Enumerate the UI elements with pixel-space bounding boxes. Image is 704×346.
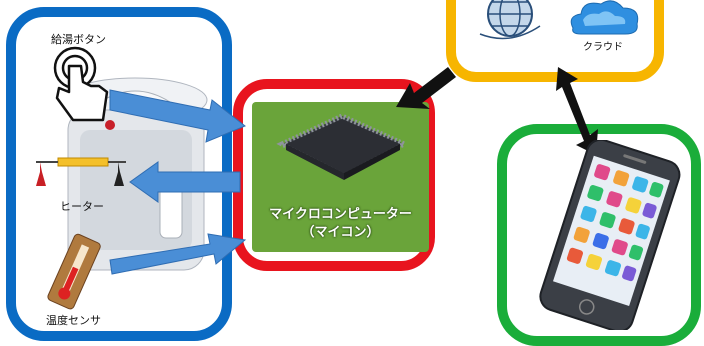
heater-element-icon — [36, 157, 126, 186]
mcu-cloud-arrow — [396, 67, 456, 109]
heater-control-arrow — [129, 161, 241, 203]
finger-press-icon — [53, 46, 109, 122]
signal-arrows — [109, 89, 247, 275]
thermometer-icon — [47, 233, 101, 310]
communication-arrows — [396, 67, 598, 155]
cloud-icon — [570, 0, 639, 35]
microcomputer-label-line1: マイクロコンピューター — [269, 207, 412, 222]
heater-label: ヒーター — [60, 200, 104, 213]
microcomputer-label-line2: （マイコン） — [301, 225, 380, 240]
hot-water-button-label: 給湯ボタン — [51, 33, 106, 46]
cloud-label: クラウド — [583, 42, 623, 53]
smartphone-icon — [539, 140, 681, 330]
globe-network-icon — [479, 0, 541, 40]
cloud-phone-arrow — [556, 67, 598, 155]
sensor-signal-arrow — [109, 233, 247, 275]
temp-sensor-label: 温度センサ — [46, 314, 101, 327]
microchip-icon — [276, 113, 410, 180]
button-signal-arrow — [109, 89, 246, 143]
